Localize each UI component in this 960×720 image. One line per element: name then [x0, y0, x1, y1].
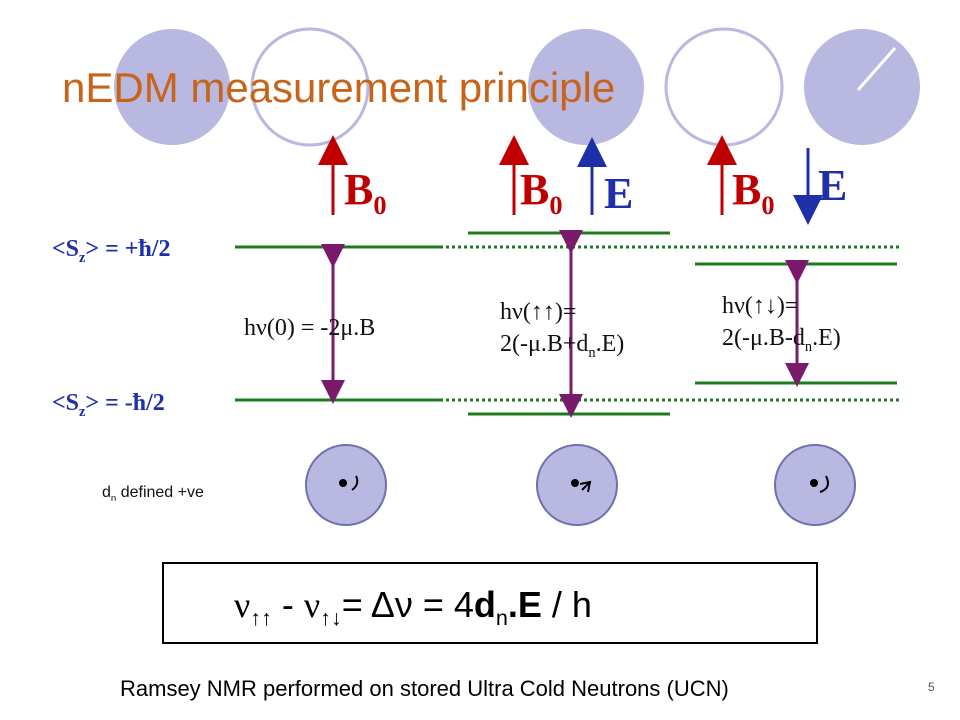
footer-caption: Ramsey NMR performed on stored Ultra Col… [120, 676, 729, 701]
transition-label-anti: hν(↑↓)= 2(-μ.B-dn.E) [722, 293, 841, 355]
neutron-2 [536, 444, 618, 526]
deco-circle-1 [114, 29, 230, 145]
deco-circle-2 [250, 27, 370, 147]
frequency-difference-formula: ν↑↑ - ν↑↓= Δν = 4dn.E / h [234, 584, 592, 631]
e-label-1: E [604, 169, 634, 218]
b0-label-1: B0 [344, 165, 387, 220]
e-label-2: E [818, 161, 848, 210]
deco-circle-4 [664, 27, 784, 147]
transition-label-zero: hν(0) = -2μ.B [244, 315, 376, 341]
page-title: nEDM measurement principle [62, 64, 616, 111]
neutron-1 [305, 444, 387, 526]
neutron-3 [774, 444, 856, 526]
formula-box: ν↑↑ - ν↑↓= Δν = 4dn.E / h [162, 562, 818, 644]
b0-label-2: B0 [520, 165, 563, 220]
transition-label-parallel: hν(↑↑)= 2(-μ.B+dn.E) [500, 299, 625, 361]
sz-up-label: <Sz> = +ħ/2 [52, 236, 171, 266]
sz-down-label: <Sz> = -ħ/2 [52, 390, 165, 420]
page-number: 5 [928, 680, 935, 694]
deco-slash [856, 47, 897, 91]
deco-circle-3 [528, 29, 644, 145]
decorative-circles [114, 27, 920, 147]
b0-label-3: B0 [732, 165, 775, 220]
dn-definition-note: dn defined +ve [102, 484, 204, 505]
